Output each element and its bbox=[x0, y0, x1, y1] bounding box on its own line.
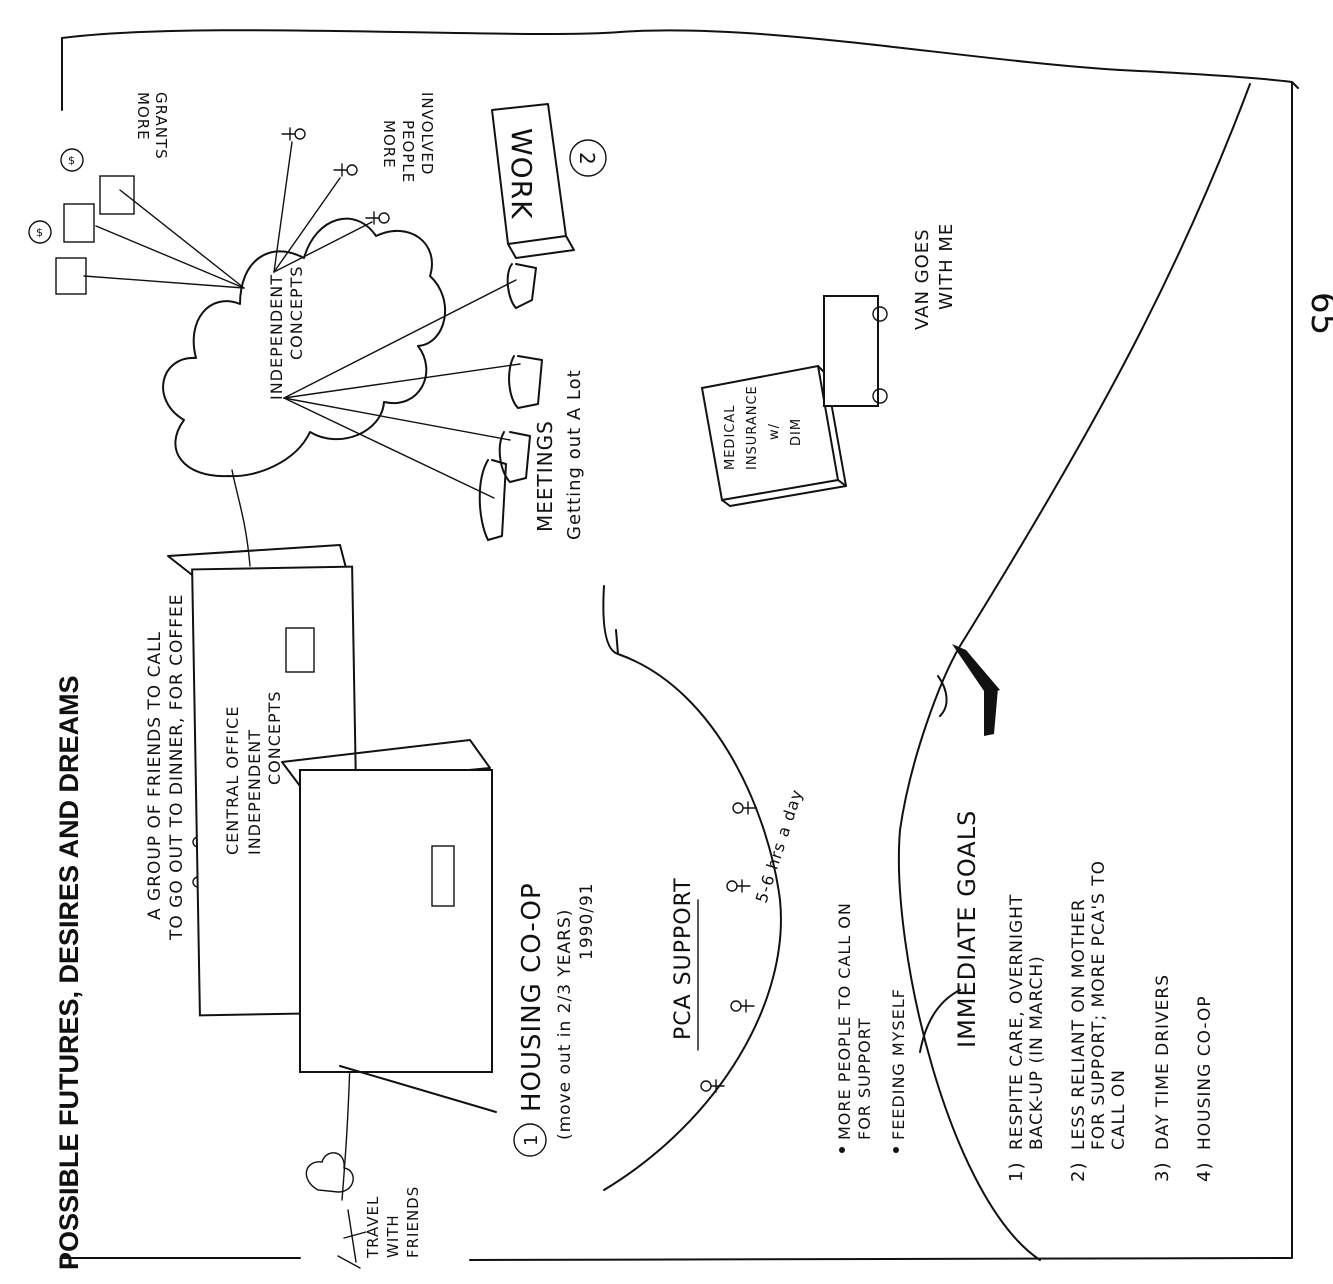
more-people-line3: INVOLVED bbox=[418, 92, 436, 175]
person-icon bbox=[700, 1079, 725, 1093]
cloud-icon bbox=[305, 1152, 354, 1193]
paper-border bbox=[61, 29, 1299, 1261]
phone-icon bbox=[498, 431, 531, 483]
person-icon bbox=[333, 163, 358, 177]
friends-note-line2: TO GO OUT TO DINNER, FOR COFFEE bbox=[167, 594, 187, 941]
more-grants-line2: GRANTS bbox=[152, 92, 170, 160]
meetings-line2: Getting out A Lot bbox=[564, 369, 585, 540]
number-circle bbox=[513, 1123, 547, 1157]
more-people-line2: PEOPLE bbox=[399, 120, 417, 183]
cloud-line1: INDEPENDENT bbox=[267, 274, 286, 400]
housing-coop-goal: 1 HOUSING CO-OP (move out in 2/3 YEARS) … bbox=[513, 882, 597, 1157]
central-office-line3: CONCEPTS bbox=[265, 690, 284, 785]
medical-line4: DIM bbox=[789, 418, 804, 446]
grant-document-icon bbox=[99, 175, 135, 215]
bullet-1-line2: FOR SUPPORT bbox=[855, 1018, 874, 1140]
medical-insurance-book: MEDICAL INSURANCE w/ DIM bbox=[700, 364, 847, 507]
house-drawing bbox=[281, 739, 497, 1113]
person-icon bbox=[726, 879, 751, 893]
cloud-line2: CONCEPTS bbox=[287, 265, 306, 360]
van-line2: WITH ME bbox=[936, 223, 957, 310]
medical-line3: w/ bbox=[767, 423, 782, 440]
phone-icon bbox=[506, 263, 537, 309]
money-icon bbox=[28, 220, 52, 244]
bullet-1-line1: MORE PEOPLE TO CALL ON bbox=[835, 902, 854, 1140]
housing-line3: 1990/91 bbox=[577, 882, 597, 960]
page-number: 65 bbox=[1303, 292, 1333, 335]
travel-line3: FRIENDS bbox=[404, 1186, 422, 1258]
van-drawing: VAN GOES WITH ME bbox=[823, 223, 957, 407]
person-icon bbox=[365, 211, 390, 225]
pca-support: PCA SUPPORT 5-6 hrs a day bbox=[602, 585, 806, 1191]
travel-line2: WITH bbox=[384, 1214, 402, 1258]
goals-title: IMMEDIATE GOALS bbox=[953, 810, 981, 1048]
friends-note-line1: A GROUP OF FRIENDS TO CALL bbox=[145, 631, 165, 920]
person-icon bbox=[730, 999, 755, 1013]
goal-1-line1: RESPITE CARE, OVERNIGHT bbox=[1007, 894, 1027, 1150]
more-grants-line1: MORE bbox=[134, 92, 152, 141]
goal-2-num: 2) bbox=[1068, 1162, 1089, 1182]
van-line1: VAN GOES bbox=[912, 228, 933, 330]
goal-4-num: 4) bbox=[1194, 1162, 1215, 1182]
medical-line1: MEDICAL bbox=[723, 405, 738, 471]
van-icon bbox=[823, 295, 879, 407]
travel-group: TRAVEL WITH FRIENDS bbox=[305, 1152, 422, 1269]
goal-2-line2: FOR SUPPORT; MORE PCA'S TO bbox=[1089, 860, 1109, 1150]
bullet-list: MORE PEOPLE TO CALL ON FOR SUPPORT FEEDI… bbox=[835, 902, 908, 1153]
housing-line2: (move out in 2/3 YEARS) bbox=[555, 909, 575, 1140]
independent-concepts-cloud: INDEPENDENT CONCEPTS bbox=[162, 217, 446, 478]
work-number: 2 bbox=[575, 152, 599, 166]
central-office-line1: CENTRAL OFFICE bbox=[223, 706, 242, 855]
money-icon bbox=[60, 148, 84, 172]
airplane-icon bbox=[337, 1209, 367, 1269]
phone-icon bbox=[478, 459, 507, 541]
number-circle bbox=[569, 139, 607, 177]
bullet-2-line1: FEEDING MYSELF bbox=[889, 988, 908, 1140]
work-label: WORK bbox=[505, 128, 538, 220]
goal-4-line1: HOUSING CO-OP bbox=[1195, 995, 1215, 1150]
pca-title: PCA SUPPORT bbox=[671, 877, 696, 1040]
housing-title: HOUSING CO-OP bbox=[517, 882, 547, 1112]
grant-document-icon bbox=[63, 203, 95, 243]
travel-line1: TRAVEL bbox=[364, 1196, 382, 1259]
friends-note: A GROUP OF FRIENDS TO CALL TO GO OUT TO … bbox=[145, 594, 187, 941]
person-icon bbox=[732, 801, 757, 815]
phone-icon bbox=[508, 355, 543, 409]
immediate-goals: IMMEDIATE GOALS 1) RESPITE CARE, OVERNIG… bbox=[919, 810, 1215, 1182]
page-title: POSSIBLE FUTURES, DESIRES AND DREAMS bbox=[54, 675, 84, 1270]
goal-3-line1: DAY TIME DRIVERS bbox=[1153, 974, 1173, 1150]
goal-2-line3: CALL ON bbox=[1109, 1069, 1129, 1150]
more-people-line1: MORE bbox=[380, 120, 398, 169]
grants-group: $ $ MORE GRANTS bbox=[28, 92, 245, 295]
money-symbol: $ bbox=[68, 154, 76, 167]
central-office-line2: INDEPENDENT bbox=[245, 729, 264, 855]
more-people-group: MORE PEOPLE INVOLVED bbox=[273, 92, 436, 273]
person-icon bbox=[281, 127, 306, 141]
money-symbol: $ bbox=[36, 226, 44, 239]
work-box: WORK 2 bbox=[491, 103, 607, 259]
meetings-line1: MEETINGS bbox=[533, 420, 557, 532]
medical-line2: INSURANCE bbox=[745, 385, 760, 470]
goal-1-num: 1) bbox=[1006, 1162, 1027, 1182]
goal-2-line1: LESS RELIANT ON MOTHER bbox=[1069, 898, 1089, 1150]
goal-3-num: 3) bbox=[1152, 1162, 1173, 1182]
flag-icon bbox=[937, 644, 1000, 736]
goal-1-line2: BACK-UP (IN MARCH) bbox=[1027, 955, 1047, 1150]
housing-number: 1 bbox=[521, 1134, 542, 1146]
meetings-group: MEETINGS Getting out A Lot bbox=[283, 263, 585, 541]
grant-document-icon bbox=[55, 257, 87, 295]
